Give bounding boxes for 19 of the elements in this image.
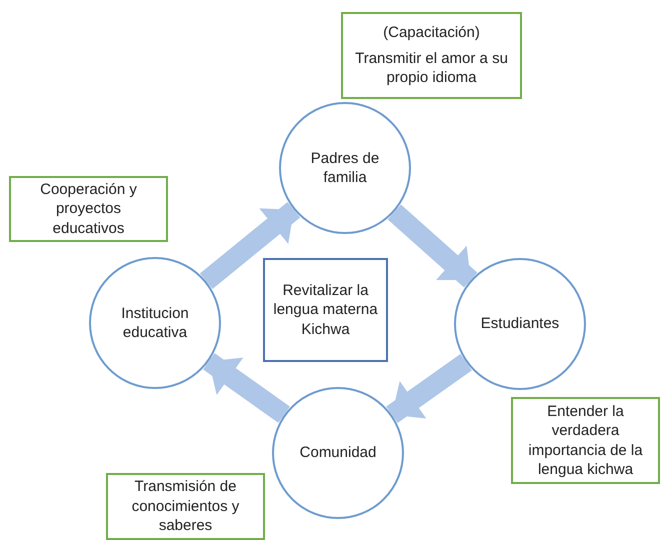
note-box [106, 473, 265, 540]
node-text: Institucion educativa [120, 304, 190, 342]
block-arrow [203, 353, 290, 423]
node-text: Padres de familia [310, 148, 380, 188]
node-text: Cooperación y proyectos educativos [39, 180, 138, 238]
note-box [511, 397, 660, 484]
node-text: Transmitir el amor a su propio idioma [354, 48, 509, 88]
node-text: (Capacitación) [383, 23, 480, 43]
block-arrow [200, 202, 300, 290]
node-text: Comunidad [300, 443, 376, 463]
block-arrow [388, 204, 478, 288]
block-arrow [386, 354, 472, 423]
node-text: Estudiantes [480, 314, 560, 334]
note-box [9, 176, 168, 242]
node-text: Transmisión de conocimientos y saberes [130, 477, 240, 536]
node-text: Revitalizar la lengua materna Kichwa [273, 280, 378, 340]
note-box [341, 12, 522, 99]
central-box [263, 258, 388, 362]
node-text: Entender la verdadera importancia de la lengua kichwa [527, 402, 644, 480]
